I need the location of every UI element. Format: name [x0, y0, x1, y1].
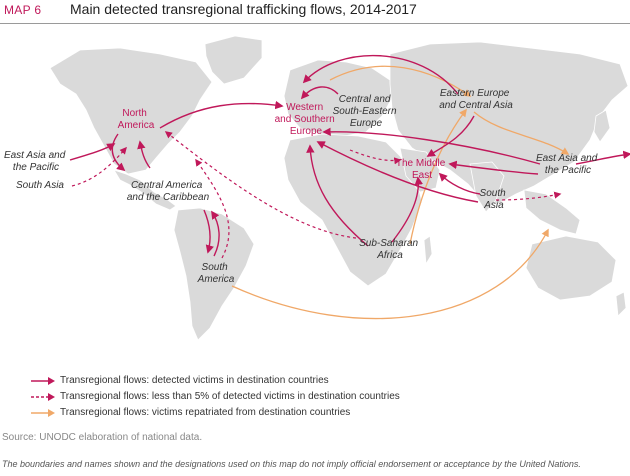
- label-south-america-l1: South: [202, 262, 229, 273]
- flow-east-asia-to-north-america-left: [69, 143, 116, 161]
- legend-row-minor: Transregional flows: less than 5% of det…: [30, 390, 550, 406]
- flow-east-asia-to-west-europe: [322, 127, 541, 165]
- flow-central-europe-to-west-europe: [300, 86, 339, 100]
- new-zealand-shape: [615, 291, 627, 317]
- svg-text:South Asia: South Asia: [16, 180, 64, 191]
- legend-row-detected: Transregional flows: detected victims in…: [30, 374, 550, 390]
- legend-light-arrow-icon: [31, 409, 55, 417]
- svg-text:Eastern Europe and Centr: Eastern Europe and Central Asia: [439, 88, 513, 111]
- svg-text:Central and South-Easter: Central and South-Eastern Europe: [333, 94, 400, 129]
- madagascar-shape: [423, 235, 433, 266]
- world-map: North America Western and Southern Europ…: [4, 35, 630, 341]
- svg-text:Sub-Saharan Africa: Sub-Saharan Africa: [359, 238, 421, 261]
- flow-central-america-to-north-america: [137, 140, 151, 169]
- svg-text:The Middle East: The Middle East: [396, 158, 448, 181]
- flow-africa-to-middle-east: [391, 176, 423, 243]
- source-note: Source: UNODC elaboration of national da…: [2, 432, 203, 443]
- svg-text:South America: South America: [197, 262, 235, 285]
- flow-east-asia-to-east-asia-edge: [575, 150, 630, 165]
- label-central-america-l1: Central America: [131, 180, 203, 191]
- map-legend: Transregional flows: detected victims in…: [30, 374, 550, 422]
- japan-shape: [593, 109, 611, 143]
- label-north-america-l1: North: [122, 108, 146, 119]
- flow-africa-to-west-europe: [306, 144, 369, 247]
- label-west-europe-l1: Western: [286, 102, 323, 113]
- map-header: MAP 6 Main detected transregional traffi…: [0, 0, 630, 24]
- flow-central-america-to-south-america: [203, 209, 214, 254]
- label-south-asia-left: South Asia: [16, 180, 64, 191]
- svg-text:South Asia: South Asia: [480, 188, 509, 211]
- legend-solid-arrow-icon: [31, 377, 55, 385]
- flow-repatriated-west-europe-to-east-europe: [329, 65, 472, 97]
- flow-east-asia-to-middle-east: [448, 160, 539, 175]
- legend-label-minor: Transregional flows: less than 5% of det…: [60, 391, 400, 402]
- svg-text:East Asia and the Pacifi: East Asia and the Pacific: [4, 150, 68, 173]
- label-south-asia-right-l2: Asia: [483, 200, 504, 211]
- label-south-america-l2: America: [197, 274, 235, 285]
- flow-south-america-to-north-america: [111, 133, 126, 172]
- label-west-europe-l3: Europe: [290, 126, 323, 137]
- map-number-label: MAP 6: [4, 3, 42, 17]
- detected-flows: [69, 54, 630, 257]
- australia-shape: [525, 235, 617, 301]
- south-america-shape: [173, 207, 255, 341]
- svg-text:Western and Southern: Western and Southern Europe: [275, 102, 338, 137]
- svg-text:East Asia and the Pacifi: East Asia and the Pacific: [536, 153, 600, 176]
- flow-minor-south-asia-to-north-america: [71, 146, 127, 187]
- label-africa-l2: Africa: [376, 250, 403, 261]
- label-east-europe-l2: and Central Asia: [439, 100, 513, 111]
- label-east-asia-left-l1: East Asia and: [4, 150, 66, 161]
- flow-south-asia-to-west-europe: [316, 141, 479, 203]
- label-north-america-l2: America: [118, 120, 155, 131]
- label-west-europe-l2: and Southern: [275, 114, 335, 125]
- legend-dashed-arrow-icon: [31, 393, 55, 401]
- legend-label-repatriated: Transregional flows: victims repatriated…: [60, 407, 351, 418]
- repatriation-flows: [231, 65, 570, 320]
- label-east-asia-right-l2: the Pacific: [545, 165, 591, 176]
- flow-repatriated-africa-to-east-europe: [409, 108, 467, 245]
- greenland-shape: [204, 35, 263, 85]
- map-title: Main detected transregional trafficking …: [70, 1, 417, 17]
- label-east-europe-l1: Eastern Europe: [440, 88, 510, 99]
- minor-flows: [71, 131, 562, 259]
- southeast-asia-shape: [523, 189, 581, 235]
- flow-south-america-to-central-america: [211, 210, 220, 257]
- label-east-asia-right-l1: East Asia and: [536, 153, 598, 164]
- label-central-america-l2: and the Caribbean: [127, 192, 210, 203]
- central-america-shape: [113, 169, 177, 211]
- disclaimer-note: The boundaries and names shown and the d…: [2, 459, 581, 469]
- flow-south-asia-to-middle-east: [438, 172, 481, 195]
- flow-minor-south-america-to-africa: [195, 158, 230, 259]
- label-south-asia-right-l1: South: [480, 188, 507, 199]
- label-africa-l1: Sub-Saharan: [359, 238, 418, 249]
- title-divider: [0, 23, 630, 24]
- label-middle-east-l1: The Middle: [396, 158, 446, 169]
- flow-north-america-to-west-europe: [159, 100, 284, 129]
- region-labels: North America Western and Southern Europ…: [4, 88, 600, 285]
- flow-east-europe-to-middle-east: [426, 115, 475, 157]
- legend-label-detected: Transregional flows: detected victims in…: [60, 375, 329, 386]
- label-central-europe-l1: Central and: [339, 94, 391, 105]
- label-central-europe-l3: Europe: [350, 118, 383, 129]
- label-middle-east-l2: East: [412, 170, 432, 181]
- label-central-europe-l2: South-Eastern: [333, 106, 397, 117]
- svg-text:Central America and the: Central America and the Caribbean: [127, 180, 210, 203]
- legend-row-repatriated: Transregional flows: victims repatriated…: [30, 406, 550, 422]
- flow-minor-asia-to-east-asia: [495, 191, 562, 201]
- label-east-asia-left-l2: the Pacific: [13, 162, 59, 173]
- africa-shape: [283, 133, 423, 287]
- flow-repatriated-south-america-to-east-asia: [231, 228, 549, 320]
- flow-minor-africa-to-north-america: [164, 131, 357, 239]
- flow-repatriated-east-europe-to-east-asia: [473, 111, 570, 155]
- north-america-shape: [49, 47, 213, 175]
- flow-east-europe-to-west-europe: [302, 54, 459, 95]
- svg-text:North America: North America: [118, 108, 155, 131]
- arabia-shape: [399, 147, 441, 193]
